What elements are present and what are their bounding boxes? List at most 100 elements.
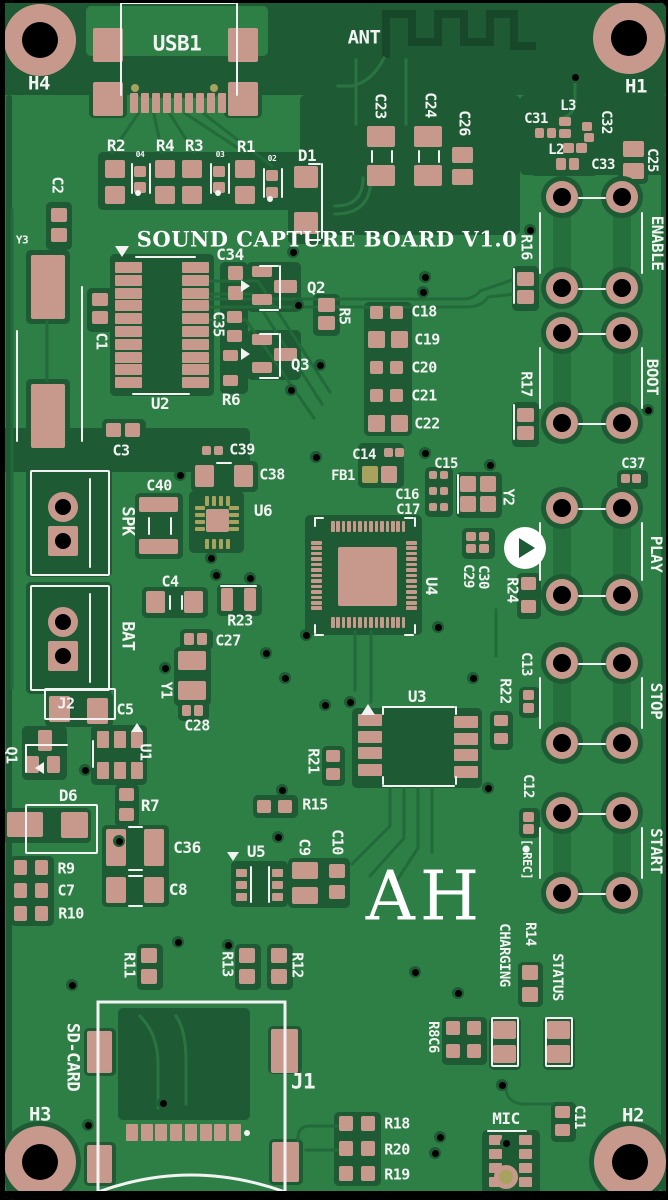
ic-pin-pad <box>226 496 230 506</box>
smd-pad <box>93 28 123 62</box>
ic-pin-pad <box>115 300 142 312</box>
ic-pin-pad <box>115 338 142 350</box>
smd-pad <box>234 465 253 487</box>
silk-line <box>314 517 316 527</box>
smd-pad <box>141 948 157 963</box>
via <box>246 574 254 582</box>
copper-zone <box>118 1008 250 1120</box>
ic-pin-pad <box>115 262 142 273</box>
ic-pin-pad <box>131 762 143 779</box>
copper-zone <box>138 58 218 98</box>
smd-pad <box>155 160 175 178</box>
silk-label-charging: CHARGING <box>496 923 512 987</box>
smd-pad <box>368 331 385 348</box>
smd-pad <box>391 415 408 432</box>
smd-pad <box>559 129 571 138</box>
board-edge <box>666 0 668 1200</box>
smd-pad <box>480 476 496 492</box>
pin-hole <box>55 648 71 664</box>
smd-pad <box>391 331 408 348</box>
silk-line <box>578 743 606 745</box>
smd-pad <box>440 487 448 495</box>
ic-pin-pad <box>182 287 209 299</box>
silk-label-spk: SPK <box>117 506 138 536</box>
smd-pad <box>35 906 48 921</box>
silk-label-bat: BAT <box>117 621 138 651</box>
smd-pad <box>480 496 496 512</box>
silk-line <box>455 706 457 715</box>
via <box>84 1121 92 1129</box>
ic-pin-pad <box>311 573 322 578</box>
ic-pin-pad <box>182 274 209 286</box>
ic-pin-pad <box>272 881 283 889</box>
smd-pad <box>555 1106 570 1118</box>
silk-line <box>132 393 190 395</box>
smd-pad <box>294 166 318 188</box>
silk-line <box>404 517 414 519</box>
ic-pin-pad <box>115 274 142 286</box>
smd-pad <box>141 969 157 984</box>
ic-pin-pad <box>182 326 209 337</box>
via <box>302 631 310 639</box>
ic-pin-pad <box>519 1135 532 1145</box>
via <box>312 453 320 461</box>
silk-label-r23: R23 <box>227 611 253 630</box>
smd-pad <box>446 1044 460 1058</box>
ic-pin-pad <box>226 539 230 549</box>
smd-pad <box>466 532 476 541</box>
ic-pin-pad <box>454 732 478 745</box>
silk-line <box>259 309 279 311</box>
silk-line <box>81 286 83 442</box>
ic-pin-pad <box>212 496 216 506</box>
silk-label-h1: H1 <box>625 75 647 98</box>
silk-label-q2: Q2 <box>306 278 326 297</box>
smd-pad <box>47 756 60 773</box>
silk-label-c3: C3 <box>112 441 130 460</box>
ic-pin-pad <box>358 617 362 628</box>
smd-pad <box>460 476 476 492</box>
ic-pin-pad <box>352 617 357 628</box>
via <box>321 701 329 709</box>
silk-line <box>279 333 281 377</box>
silk-line <box>89 478 91 568</box>
silk-label-r20: R20 <box>384 1140 410 1159</box>
ic-pin-pad <box>380 521 384 532</box>
via <box>159 1099 167 1107</box>
silk-line <box>259 265 279 267</box>
ic-pin-pad <box>406 600 417 605</box>
ic-pin-pad <box>115 377 142 389</box>
silk-line <box>169 595 171 610</box>
smd-pad <box>228 82 258 116</box>
silk-label-c7: C7 <box>57 881 75 900</box>
ic-pin-pad <box>380 617 384 628</box>
smd-pad <box>429 487 437 495</box>
smd-pad <box>367 126 395 147</box>
mounting-hole-hole <box>612 1144 648 1180</box>
board-edge <box>0 0 5 1200</box>
ic-pin-pad <box>228 1124 241 1141</box>
ic-pin-pad <box>406 546 417 551</box>
silk-line <box>539 677 541 729</box>
ic-pin-pad <box>115 351 142 363</box>
silk-line <box>578 288 606 290</box>
silk-label-sdcard: SD-CARD <box>62 1022 83 1092</box>
smd-pad <box>197 633 207 645</box>
ic-pin-pad <box>363 521 368 532</box>
smd-pad <box>563 143 574 153</box>
gold-dot <box>131 84 139 92</box>
ic-pin-pad <box>196 93 204 113</box>
via <box>469 674 477 682</box>
silk-outline <box>545 1017 573 1067</box>
silk-label-c26: C26 <box>455 110 474 136</box>
silk-line <box>438 150 440 163</box>
ic-pin-pad <box>374 521 379 532</box>
silk-dot <box>267 196 273 202</box>
smd-pad <box>494 715 508 726</box>
smd-pad <box>390 389 403 402</box>
silk-label-stop: STOP <box>647 682 666 720</box>
silk-line <box>578 813 606 815</box>
ic-pin-pad <box>406 579 417 583</box>
silk-label-c16: C16 <box>395 487 419 503</box>
silk-label-c30: C30 <box>475 565 491 589</box>
silk-label-c32: C32 <box>598 110 614 134</box>
